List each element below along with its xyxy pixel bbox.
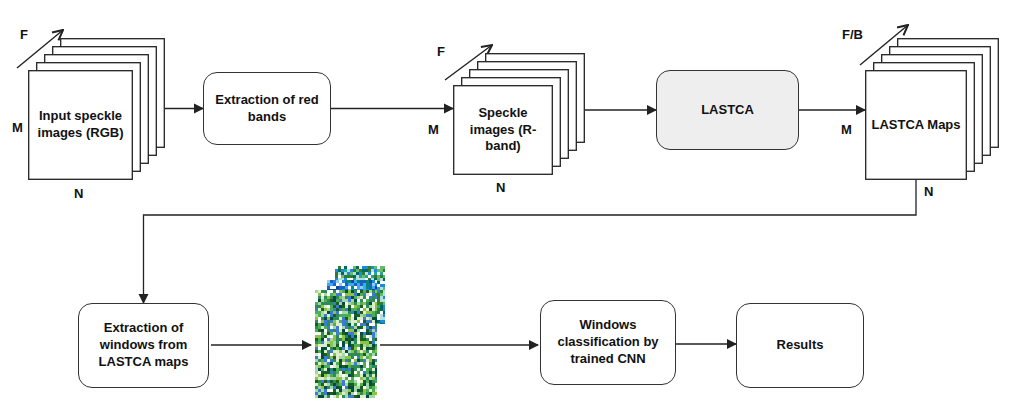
axis-label: F xyxy=(20,27,28,42)
flow-connector xyxy=(676,343,736,344)
flow-connector xyxy=(585,109,656,110)
process-box: LASTCA xyxy=(656,70,799,150)
axis-label: M xyxy=(428,122,439,137)
node-text: LASTCA Maps xyxy=(871,117,960,134)
flow-arrow xyxy=(211,344,311,345)
process-box: Extraction of windows from LASTCA maps xyxy=(78,303,209,388)
node-text: Extraction of windows from LASTCA maps xyxy=(87,320,200,371)
image-stack: LASTCA Maps xyxy=(865,38,999,180)
flow-connector xyxy=(799,109,865,110)
axis-label: N xyxy=(924,184,933,199)
axis-label: F/B xyxy=(842,27,863,42)
node-text: Windows classification by trained CNN xyxy=(549,317,667,368)
axis-label: N xyxy=(74,186,83,201)
axis-label: M xyxy=(12,120,23,135)
front-page: LASTCA Maps xyxy=(865,70,967,180)
process-box: Extraction of red bands xyxy=(203,72,331,145)
axis-label: F xyxy=(437,44,445,59)
front-page: Speckle images (R-band) xyxy=(453,85,553,175)
process-box: Windows classification by trained CNN xyxy=(540,300,676,385)
flow-arrow xyxy=(380,344,538,345)
image-stack: Speckle images (R-band) xyxy=(453,53,585,175)
front-page: Input speckle images (RGB) xyxy=(28,70,133,180)
stack-pages xyxy=(865,38,999,180)
axis-label: M xyxy=(841,122,852,137)
node-text: LASTCA xyxy=(701,102,754,119)
flow-connector xyxy=(331,108,453,109)
node-text: Speckle images (R-band) xyxy=(459,105,547,156)
node-text: Results xyxy=(777,337,824,354)
image-stack: Input speckle images (RGB) xyxy=(28,38,165,180)
node-text: Input speckle images (RGB) xyxy=(34,108,127,142)
node-text: Extraction of red bands xyxy=(212,92,322,126)
axis-label: N xyxy=(496,180,505,195)
window-images xyxy=(315,266,385,398)
process-box: Results xyxy=(736,303,864,388)
flow-connector xyxy=(144,180,917,303)
flow-connector xyxy=(165,108,203,109)
